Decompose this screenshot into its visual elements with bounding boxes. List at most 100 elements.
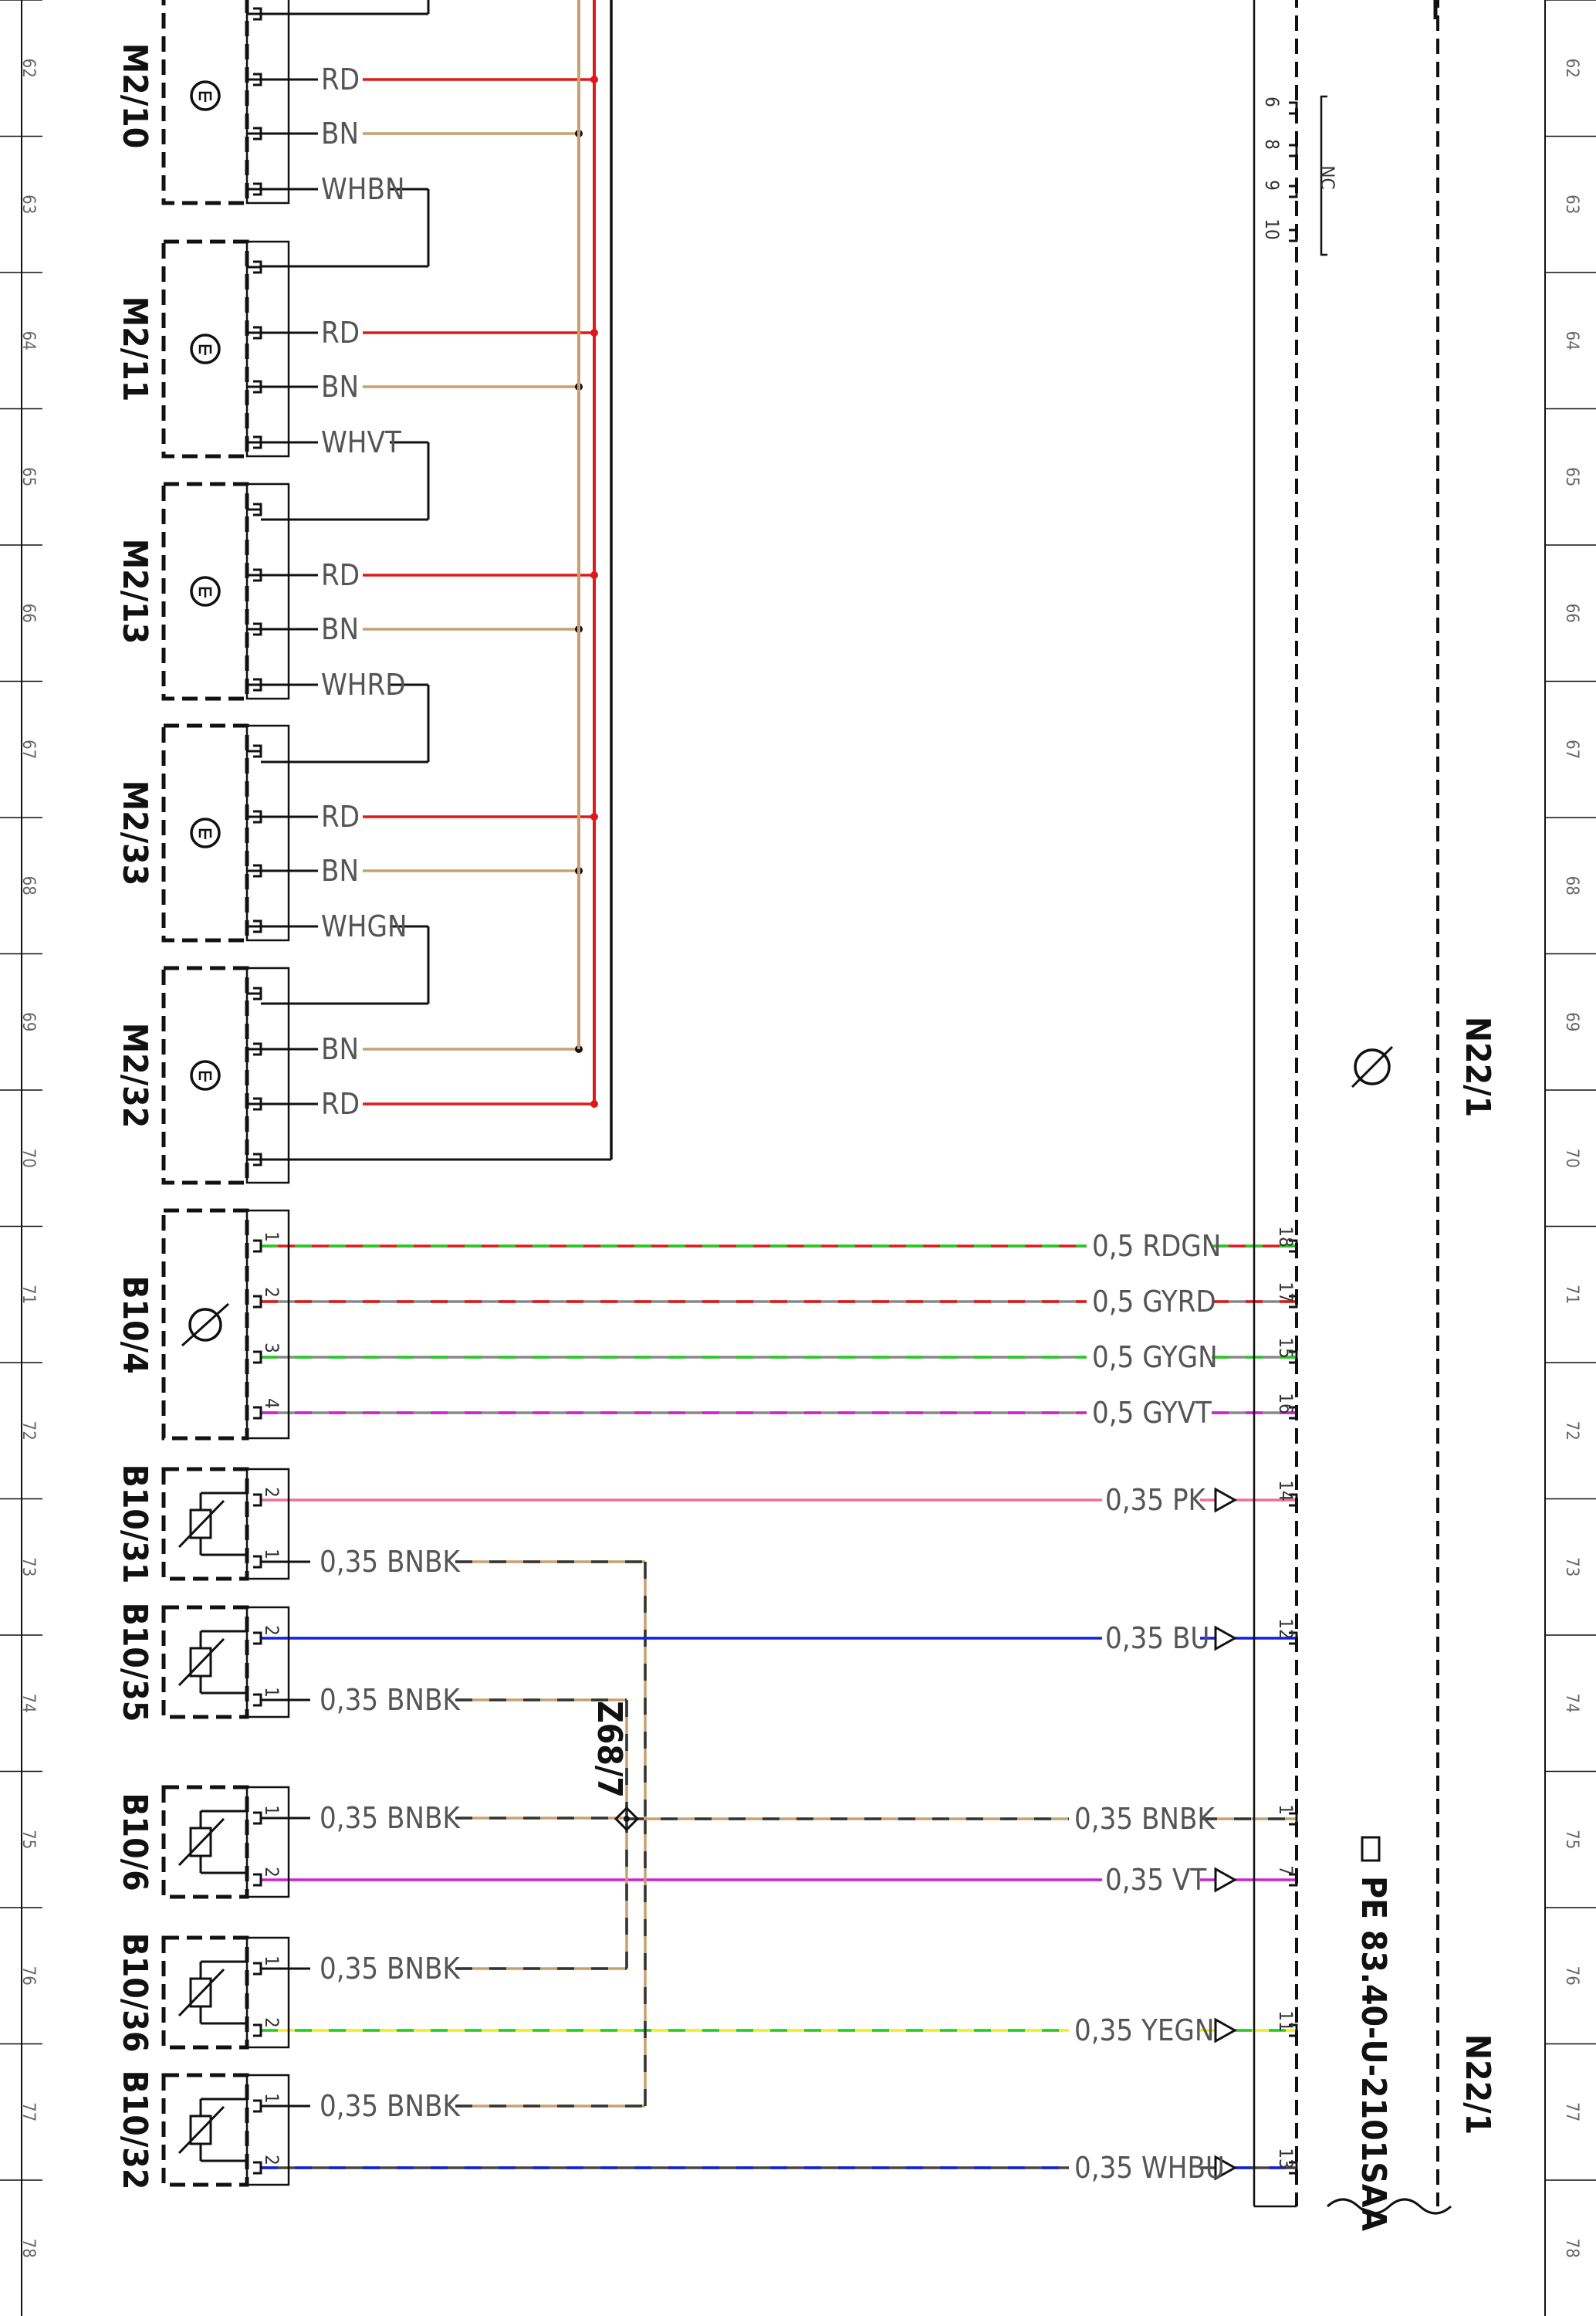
nc-pin-number: 8 — [1261, 139, 1283, 150]
ruler-number-left: 70 — [19, 1149, 38, 1168]
reference-hand-icon — [1361, 1836, 1381, 1862]
motor-wire-label: BN — [321, 612, 359, 646]
motor-symbol — [190, 818, 221, 848]
motor-wire-label: BN — [321, 854, 359, 888]
thermistor-arrow — [178, 1637, 225, 1687]
temp-pin-number: 2 — [261, 1625, 282, 1636]
nc-label: NC — [1317, 165, 1338, 189]
temp-sensor-id: B10/32 — [115, 2071, 154, 2190]
ruler-number-left: 68 — [19, 876, 38, 896]
motor-symbol-glyph — [198, 344, 212, 355]
motor-symbol-glyph — [198, 828, 212, 839]
wire-label: 0,35 BNBK — [320, 1801, 461, 1835]
splice-id: Z68/7 — [590, 1701, 629, 1798]
module-pin-number: 11 — [1275, 2010, 1297, 2031]
module-pin-number: 17 — [1275, 1282, 1297, 1302]
module-pin — [1289, 1812, 1298, 1826]
splice-node — [614, 1806, 640, 1832]
module-pin-number: 1 — [1275, 1804, 1297, 1815]
ruler-number-left: 66 — [19, 604, 38, 623]
motor-symbol — [190, 80, 221, 111]
wire-label: 0,35 PK — [1105, 1483, 1207, 1517]
motor-wire-label: BN — [321, 1032, 359, 1066]
temp-sensor-box — [161, 1935, 249, 2050]
motor-wire-label: WHRD — [321, 668, 406, 702]
module-pin-number: 13 — [1275, 2148, 1297, 2169]
ruler-number-left: 72 — [19, 1421, 38, 1441]
motor-symbol-glyph — [198, 1071, 212, 1082]
motor-connector — [245, 240, 290, 458]
sensor-id: B10/4 — [115, 1275, 154, 1373]
temp-sensor-id: B10/36 — [115, 1933, 154, 2053]
module-pin — [1289, 185, 1298, 198]
motor-connector — [245, 724, 290, 942]
wire-label: 0,5 RDGN — [1092, 1229, 1221, 1263]
ruler-number-right: 72 — [1562, 1421, 1581, 1441]
pin-mark — [253, 2099, 262, 2113]
motor-connector — [245, 967, 290, 1184]
motor-id: M2/10 — [115, 43, 154, 149]
ruler-number-left: 75 — [19, 1830, 38, 1849]
ruler-number-right: 69 — [1562, 1012, 1581, 1031]
motor-symbol-glyph — [198, 91, 212, 102]
ruler-number-right: 62 — [1562, 59, 1581, 78]
ruler-number-left: 67 — [19, 740, 38, 759]
pin-mark — [253, 1693, 262, 1707]
connector-arrow — [1214, 1625, 1238, 1651]
motor-wire-label: WHBN — [321, 172, 405, 206]
module-reference: PE 83.40-U-2101SAA — [1354, 1876, 1393, 2231]
motor-connector — [245, 0, 290, 205]
pin-mark — [253, 1295, 262, 1309]
nc-bracket — [1320, 95, 1327, 256]
pin-mark — [253, 1350, 262, 1364]
temp-sensor-connector — [245, 1936, 290, 2049]
ruler-number-left: 65 — [19, 467, 38, 486]
ruler-number-right: 77 — [1562, 2102, 1581, 2121]
nc-pin-number: 10 — [1261, 218, 1283, 239]
temp-sensor-box — [161, 1785, 249, 1899]
wire-label: 0,35 YEGN — [1074, 2013, 1214, 2047]
module-pin — [1289, 144, 1298, 157]
sensor-pin-number: 2 — [261, 1287, 282, 1298]
pin-mark — [253, 1873, 262, 1887]
module-symbol — [1354, 1048, 1391, 1085]
wires — [261, 0, 1297, 2169]
motor-id: M2/33 — [115, 780, 154, 886]
motor-symbol — [190, 1060, 221, 1091]
ruler-number-right: 73 — [1562, 1557, 1581, 1576]
motor-wire-label: BN — [321, 117, 359, 151]
ruler-number-left: 78 — [19, 2239, 38, 2258]
motor-id: M2/32 — [115, 1023, 154, 1129]
temp-pin-number: 2 — [261, 2017, 282, 2028]
temp-pin-number: 1 — [261, 1687, 282, 1698]
pressure-sensor-arrow — [181, 1302, 230, 1347]
pin-mark — [253, 1555, 262, 1569]
module-pin-number: 15 — [1275, 1337, 1297, 1358]
pin-mark — [253, 1406, 262, 1420]
ruler-number-right: 65 — [1562, 467, 1581, 486]
module-pin — [1289, 1350, 1298, 1364]
motor-wire-label: WHGN — [321, 909, 407, 943]
connector-arrow — [1214, 2155, 1238, 2181]
module-pin — [1289, 2161, 1298, 2175]
connector-arrow — [1214, 1487, 1238, 1513]
temp-sensor-connector — [245, 1468, 290, 1580]
wire-label: 0,35 WHBU — [1074, 2151, 1225, 2185]
wire-label: 0,5 GYRD — [1092, 1285, 1216, 1319]
sensor-connector — [245, 1209, 290, 1440]
wire-label: 0,5 GYGN — [1092, 1340, 1218, 1374]
temp-pin-number: 1 — [261, 1955, 282, 1966]
ruler-number-left: 76 — [19, 1966, 38, 1986]
ruler-number-right: 67 — [1562, 740, 1581, 759]
module-break — [1326, 2198, 1452, 2215]
thermistor-arrow — [178, 1817, 225, 1867]
temp-sensor-connector — [245, 2074, 290, 2186]
motor-symbol — [190, 334, 221, 364]
wire-label: 0,35 BNBK — [320, 2089, 461, 2123]
module-pin-number: 16 — [1275, 1393, 1297, 1414]
pin-mark — [253, 1811, 262, 1825]
thermistor-arrow — [178, 2105, 225, 2155]
ruler-number-right: 63 — [1562, 195, 1581, 214]
motor-wire-label: WHVT — [321, 425, 401, 459]
